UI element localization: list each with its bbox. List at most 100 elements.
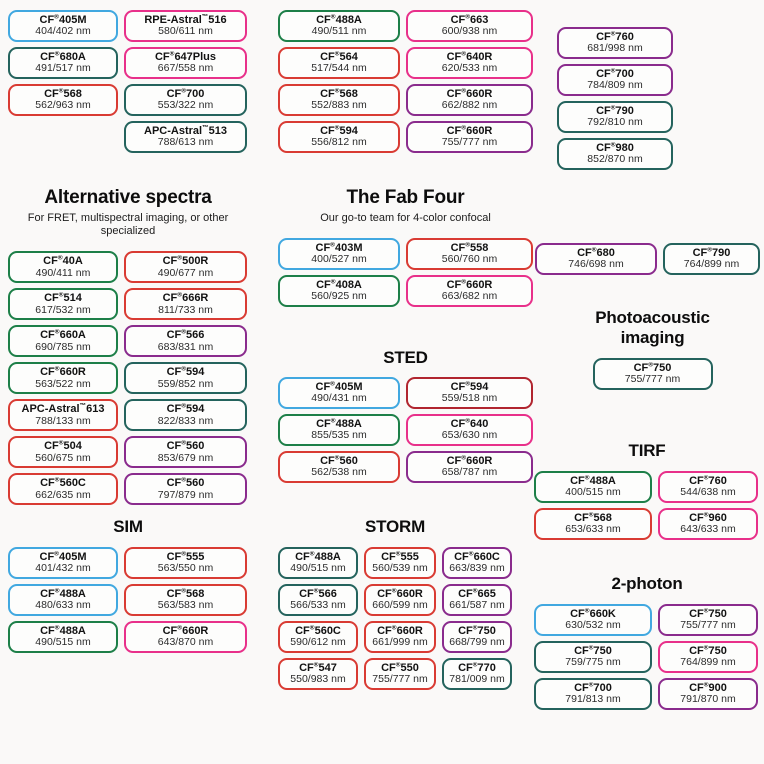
- dye-name: CF®488A: [40, 623, 86, 637]
- dye-name: CF®564: [320, 50, 358, 63]
- dye-wavelengths: 784/809 nm: [587, 79, 643, 92]
- dye-wavelengths: 746/698 nm: [568, 258, 624, 271]
- dye-name: CF®488A: [316, 13, 362, 26]
- dye-name: CF®560C: [295, 623, 341, 637]
- dye-wavelengths: 764/899 nm: [680, 655, 736, 668]
- dye-wavelengths: 400/515 nm: [565, 485, 621, 498]
- dye-wavelengths: 400/527 nm: [311, 253, 367, 266]
- dye-wavelengths: 490/511 nm: [311, 25, 367, 38]
- section-subtitle: Our go-to team for 4-color confocal: [320, 211, 491, 224]
- dye-name: CF®594: [166, 365, 205, 379]
- dye-wavelengths: 661/999 nm: [372, 635, 428, 648]
- dye-wavelengths: 788/613 nm: [157, 136, 214, 149]
- dye-wavelengths: 662/635 nm: [35, 488, 91, 501]
- dye-name: CF®488A: [316, 416, 362, 430]
- dye-name: CF®488A: [40, 586, 86, 600]
- section-fab-four: The Fab Four Our go-to team for 4-color …: [278, 187, 533, 308]
- dye-name: CF®405M: [39, 549, 87, 563]
- dye-name: CF®680: [577, 246, 615, 259]
- dye-name: CF®568: [320, 87, 358, 100]
- dye-name: CF®790: [692, 246, 731, 259]
- dye-wavelengths: 580/611 nm: [158, 25, 213, 38]
- dye-name: CF®488A: [295, 549, 341, 563]
- dye-wavelengths: 683/831 nm: [157, 340, 214, 353]
- dye-wavelengths: 791/870 nm: [680, 692, 736, 705]
- dye-name: CF®750: [633, 361, 672, 375]
- dye-name: CF®660A: [40, 328, 86, 342]
- dye-name: CF®568: [44, 87, 82, 100]
- dye-name: CF®790: [596, 104, 634, 117]
- dye-name: CF®750: [574, 643, 612, 657]
- dye-wavelengths: 620/533 nm: [441, 62, 498, 75]
- dye-name: CF®700: [596, 67, 634, 80]
- dye-name: CF®660R: [446, 453, 493, 467]
- dye-wavelengths: 560/539 nm: [372, 561, 428, 574]
- dye-wavelengths: 781/009 nm: [449, 672, 505, 685]
- dye-wavelengths: 491/517 nm: [35, 62, 91, 75]
- dye-wavelengths: 630/532 nm: [565, 618, 621, 631]
- dye-name: CF®660C: [454, 549, 500, 563]
- dye-wavelengths: 562/538 nm: [311, 465, 367, 478]
- dye-name: CF®660R: [446, 124, 493, 137]
- section-title: 2-photon: [611, 574, 683, 593]
- dye-name: CF®566: [299, 586, 337, 600]
- dye-wavelengths: 690/785 nm: [35, 340, 91, 353]
- dye-wavelengths: 559/518 nm: [441, 391, 498, 404]
- dye-wavelengths: 855/535 nm: [311, 428, 367, 441]
- dye-name: CF®594: [320, 124, 358, 137]
- dye-name: CF®750: [689, 643, 727, 657]
- section-title: Alternative spectra: [44, 187, 212, 208]
- dye-wavelengths: 764/899 nm: [683, 258, 740, 271]
- section-title: Photoacoustic imaging: [595, 308, 710, 347]
- dye-name: CF®594: [450, 379, 489, 393]
- section-title: TIRF: [628, 441, 666, 460]
- dye-name: CF®660R: [446, 278, 493, 291]
- dye-name: CF®660R: [377, 586, 423, 600]
- dye-name: APC-Astral™613: [21, 402, 105, 416]
- dye-name: CF®555: [166, 549, 205, 563]
- dye-wavelengths: 658/787 nm: [441, 465, 498, 478]
- dye-name: CF®558: [450, 241, 489, 254]
